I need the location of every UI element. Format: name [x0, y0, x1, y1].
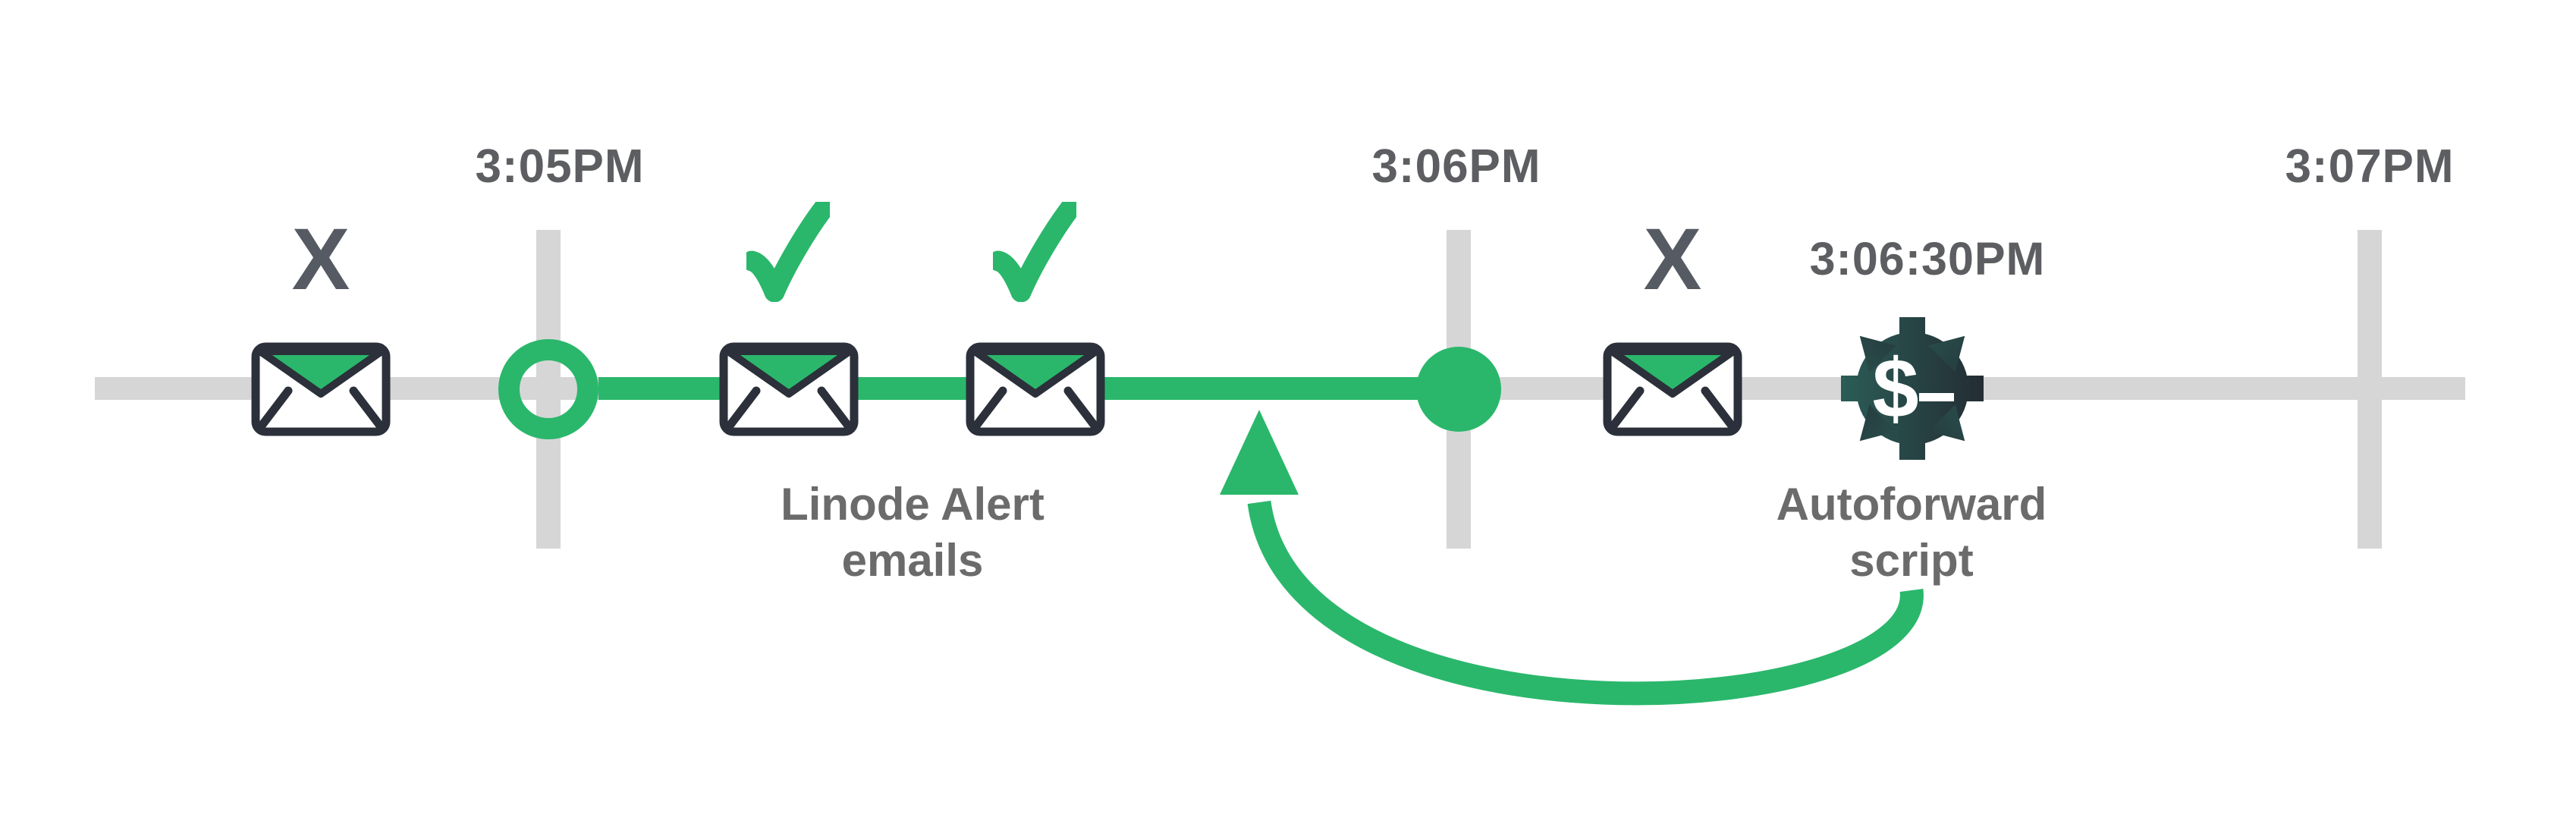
x-mark-2: X	[1643, 211, 1702, 308]
envelope-icon-1	[251, 342, 391, 436]
linode-alert-emails-line2: emails	[841, 535, 984, 586]
timestamp-3-06-30pm: 3:06:30PM	[1809, 233, 2046, 285]
gear-dollar-prompt-icon: $	[1841, 317, 1984, 460]
autoforward-script-label: Autoforward script	[1722, 476, 2101, 589]
autoforward-script-line2: script	[1849, 535, 1974, 586]
arrowhead	[1220, 410, 1299, 495]
x-mark-1: X	[291, 211, 350, 308]
linode-alert-emails-label: Linode Alert emails	[723, 476, 1102, 589]
cursor-underscore	[1919, 393, 1954, 401]
hollow-circle-node	[498, 339, 598, 439]
envelope-icon-4	[1603, 342, 1742, 436]
envelope-icon-3	[966, 342, 1105, 436]
timestamp-3-05pm: 3:05PM	[475, 140, 645, 193]
timestamp-3-07pm: 3:07PM	[2285, 140, 2455, 193]
autoforward-script-line1: Autoforward	[1776, 479, 2047, 530]
curved-arrow-up-icon	[1220, 410, 1924, 706]
checkmark-icon-1	[746, 202, 830, 302]
linode-alert-emails-line1: Linode Alert	[781, 479, 1045, 530]
timestamp-3-06pm: 3:06PM	[1371, 140, 1541, 193]
checkmark-icon-2	[993, 202, 1076, 302]
tick-3-07pm	[2358, 230, 2382, 549]
filled-circle-node	[1416, 347, 1501, 432]
dollar-prompt-glyph: $	[1872, 342, 1918, 436]
envelope-icon-2	[719, 342, 859, 436]
gear-body	[1841, 317, 1984, 460]
